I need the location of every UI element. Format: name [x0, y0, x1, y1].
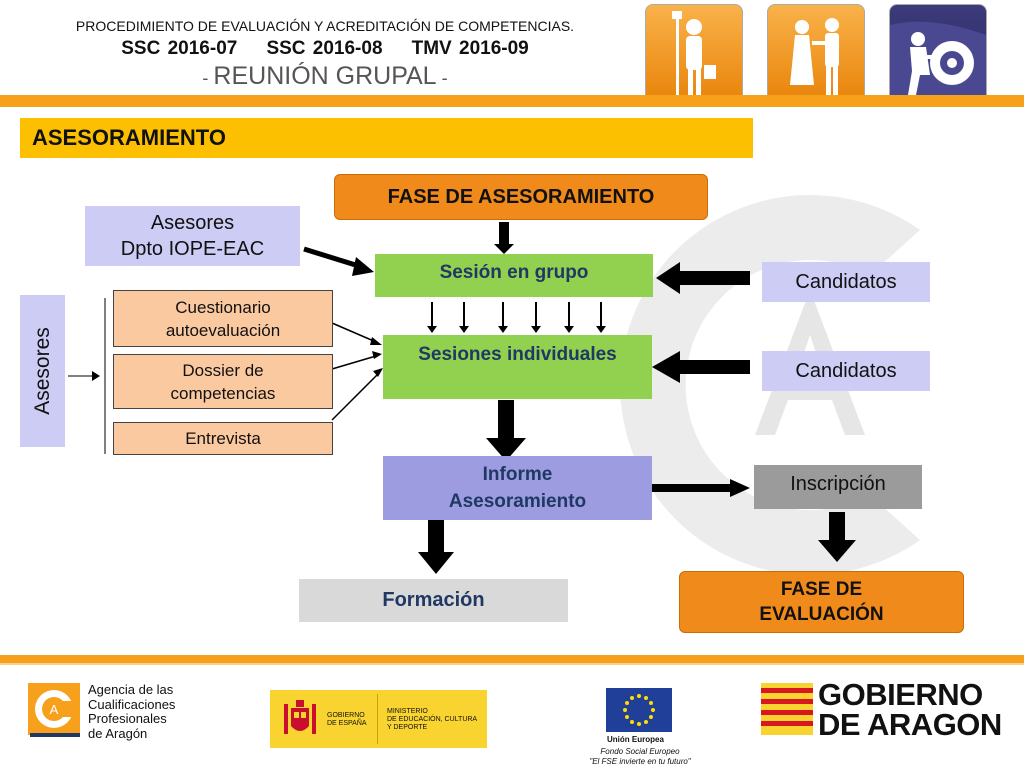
ministerio-line3: Y DEPORTE: [387, 724, 428, 731]
eu-slogan: "El FSE invierte en tu futuro": [589, 757, 691, 766]
header-codes: SSC 2016-07 SSC 2016-08 TMV 2016-09: [121, 38, 529, 59]
asesores-vertical-box: Asesores: [20, 295, 65, 447]
fase-asesoramiento-label: FASE DE ASESORAMIENTO: [387, 185, 655, 208]
sesion-grupo-label: Sesión en grupo: [439, 261, 589, 283]
dossier-box: Dossier de competencias: [113, 354, 333, 409]
cuestionario-line1: Cuestionario: [175, 297, 271, 317]
top-orange-bar: [0, 95, 1024, 107]
logo-divider: [377, 694, 378, 744]
candidatos-label-2: Candidatos: [795, 359, 897, 382]
painter-photo-icon: [645, 4, 743, 102]
spain-coat-of-arms-icon: [282, 698, 318, 740]
informe-line1: Informe: [482, 464, 553, 485]
agency-name: Agencia de las Cualificaciones Profesion…: [88, 682, 176, 741]
gobierno-espana-logo: GOBIERNO DE ESPAÑA MINISTERIO DE EDUCACI…: [270, 690, 487, 748]
inscripcion-label: Inscripción: [790, 472, 886, 495]
svg-text:A: A: [50, 702, 59, 717]
meeting-suffix: -: [436, 68, 448, 88]
gobierno-espana-line1: GOBIERNO: [327, 712, 365, 719]
header-meeting: - REUNIÓN GRUPAL -: [0, 62, 650, 91]
agency-line2: Cualificaciones: [88, 696, 176, 712]
ministerio-line1: MINISTERIO: [387, 708, 428, 715]
acpa-watermark-icon: [620, 195, 920, 576]
gobierno-espana-line2: DE ESPAÑA: [327, 720, 367, 727]
sesiones-individuales-box: Sesiones individuales: [383, 335, 652, 399]
meeting-title: REUNIÓN GRUPAL: [213, 62, 437, 90]
gobierno-espana-text: GOBIERNO DE ESPAÑA: [327, 712, 367, 728]
asesores-vertical-label: Asesores: [30, 327, 54, 415]
entrevista-label: Entrevista: [185, 429, 261, 448]
aragon-line2: DE ARAGON: [818, 707, 1002, 742]
dossier-line1: Dossier de: [182, 360, 264, 380]
section-title: ASESORAMIENTO: [32, 125, 226, 150]
candidatos-box-2: Candidatos: [762, 351, 930, 391]
gobierno-aragon-text: GOBIERNO DE ARAGON: [818, 677, 1002, 742]
agency-line1: Agencia de las: [88, 682, 174, 697]
cuestionario-line2: autoevaluación: [165, 320, 281, 340]
eu-title: Unión Europea: [607, 735, 664, 744]
acpa-logo-icon: A: [28, 683, 80, 735]
aragon-flag-icon: [761, 683, 813, 735]
ministerio-text: MINISTERIO DE EDUCACIÓN, CULTURA Y DEPOR…: [387, 708, 477, 732]
meeting-prefix: -: [202, 68, 214, 88]
formacion-box: Formación: [299, 579, 568, 622]
section-title-bar: ASESORAMIENTO: [20, 118, 753, 158]
eu-flag-icon: [606, 688, 672, 732]
asesores-dpto-box: Asesores Dpto IOPE-EAC: [85, 206, 300, 266]
inscripcion-box: Inscripción: [754, 465, 922, 509]
fase-evaluacion-line2: EVALUACIÓN: [759, 604, 884, 625]
sesiones-individuales-label: Sesiones individuales: [418, 344, 617, 365]
cuestionario-box: Cuestionario autoevaluación: [113, 290, 333, 347]
informe-line2: Asesoramiento: [448, 491, 587, 512]
asesores-dpto-line2: Dpto IOPE-EAC: [120, 238, 265, 260]
candidatos-box-1: Candidatos: [762, 262, 930, 302]
aragon-line1: GOBIERNO: [818, 677, 983, 712]
fase-evaluacion-box: FASE DE EVALUACIÓN: [679, 571, 964, 633]
asesores-dpto-line1: Asesores: [150, 212, 235, 234]
caregivers-photo-icon: [767, 4, 865, 102]
acpa-logo-underline: [30, 733, 80, 737]
candidatos-label-1: Candidatos: [795, 270, 897, 293]
bottom-orange-bar: [0, 655, 1024, 663]
eu-fund: Fondo Social Europeo: [600, 747, 680, 756]
fase-asesoramiento-box: FASE DE ASESORAMIENTO: [334, 174, 708, 220]
formacion-label: Formación: [382, 589, 485, 611]
dossier-line2: competencias: [170, 383, 276, 403]
agency-line4: de Aragón: [88, 725, 148, 741]
agency-line3: Profesionales: [88, 711, 167, 726]
bottom-light-bar: [0, 663, 1024, 665]
fase-evaluacion-line1: FASE DE: [780, 579, 863, 600]
sesion-grupo-box: Sesión en grupo: [375, 254, 653, 297]
ministerio-line2: DE EDUCACIÓN, CULTURA: [387, 716, 478, 723]
mechanic-photo-icon: [889, 4, 987, 102]
header-procedure-text: PROCEDIMIENTO DE EVALUACIÓN Y ACREDITACI…: [75, 18, 575, 34]
entrevista-box: Entrevista: [113, 422, 333, 455]
informe-box: Informe Asesoramiento: [383, 456, 652, 520]
